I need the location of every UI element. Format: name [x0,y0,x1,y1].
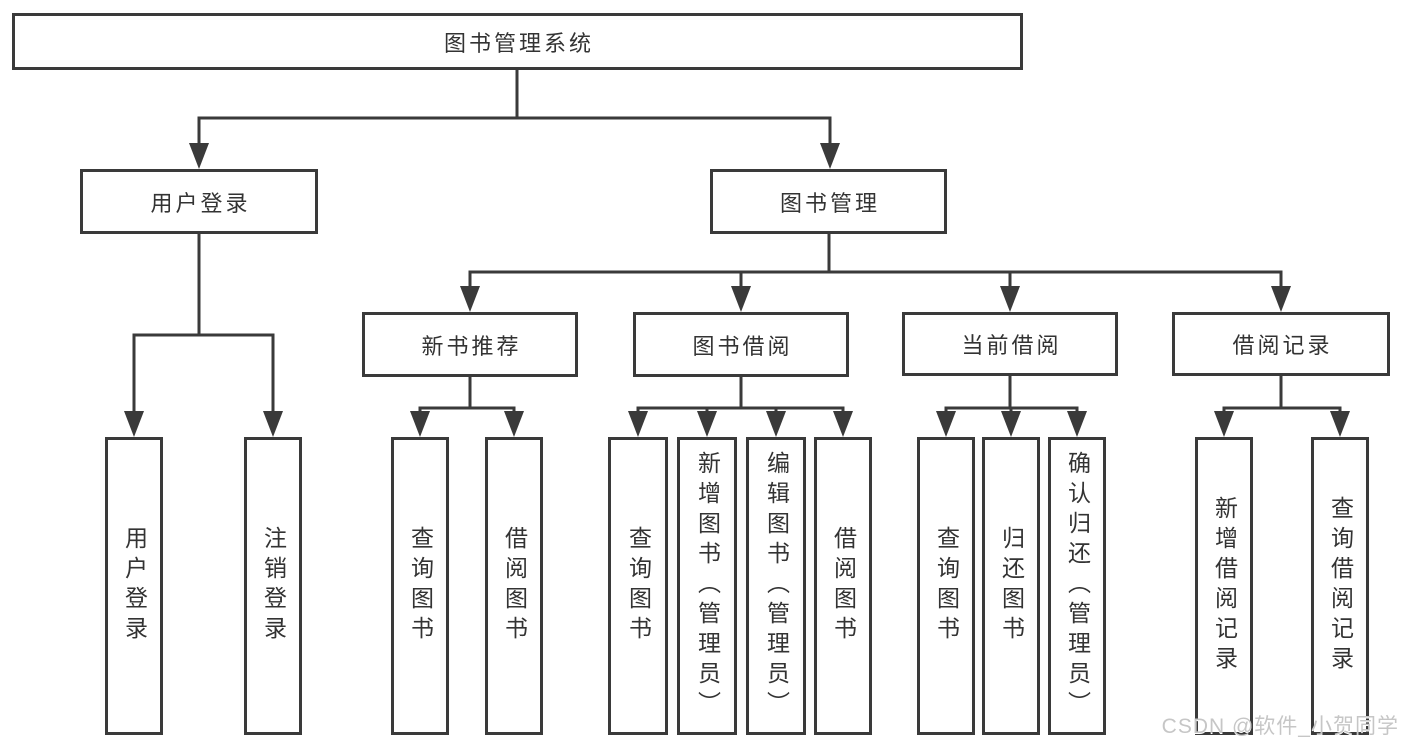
node-user-login: 用户登录 [80,169,318,234]
node-label: 查询图书 [933,526,960,646]
node-label: 借阅图书 [830,526,857,646]
arrowhead-icon [697,411,717,437]
node-book-management: 图书管理 [710,169,947,234]
arrowhead-icon [833,411,853,437]
node-label: 编辑图书（管理员） [763,451,790,721]
node-leaf-borrow-book-2: 借阅图书 [814,437,872,735]
node-label: 归还图书 [998,526,1025,646]
node-leaf-logout: 注销登录 [244,437,302,735]
node-label: 用户登录 [150,190,251,216]
node-label: 当前借阅 [961,333,1062,358]
node-label: 查询图书 [625,526,652,646]
node-current-borrow: 当前借阅 [902,312,1118,376]
node-book-borrow: 图书借阅 [633,312,849,377]
node-system-root: 图书管理系统 [12,13,1023,70]
arrowhead-icon [410,411,430,437]
node-borrow-record: 借阅记录 [1172,312,1390,376]
arrowhead-icon [731,286,751,312]
arrowhead-icon [1214,411,1234,437]
arrowhead-icon [820,143,840,169]
arrowhead-icon [1330,411,1350,437]
node-label: 图书借阅 [692,333,793,359]
arrowhead-icon [766,411,786,437]
arrowhead-icon [189,143,209,169]
arrowhead-icon [124,411,144,437]
arrowhead-icon [1067,411,1087,437]
node-leaf-query-record: 查询借阅记录 [1311,437,1369,735]
watermark: CSDN @软件_小贺同学 [1161,715,1399,738]
arrowhead-icon [628,411,648,437]
node-leaf-user-login: 用户登录 [105,437,163,735]
node-leaf-add-record: 新增借阅记录 [1195,437,1253,735]
arrowhead-icon [1271,286,1291,312]
node-label: 新书推荐 [421,333,522,359]
node-leaf-query-book-2: 查询图书 [608,437,668,735]
node-label: 新增图书（管理员） [694,451,721,721]
node-new-book-recommend: 新书推荐 [362,312,578,377]
node-leaf-query-book-1: 查询图书 [391,437,449,735]
node-label: 注销登录 [260,526,287,646]
node-leaf-edit-book-admin: 编辑图书（管理员） [746,437,806,735]
node-label: 查询借阅记录 [1327,496,1354,676]
node-label: 确认归还（管理员） [1064,451,1091,721]
node-label: 图书管理 [779,190,880,216]
arrowhead-icon [460,286,480,312]
arrowhead-icon [504,411,524,437]
node-label: 用户登录 [121,526,148,646]
node-leaf-query-book-3: 查询图书 [917,437,975,735]
node-leaf-add-book-admin: 新增图书（管理员） [677,437,737,735]
arrowhead-icon [936,411,956,437]
node-label: 查询图书 [407,526,434,646]
node-leaf-confirm-return: 确认归还（管理员） [1048,437,1106,735]
node-leaf-borrow-book-1: 借阅图书 [485,437,543,735]
node-label: 图书管理系统 [443,30,594,56]
node-label: 新增借阅记录 [1211,496,1238,676]
node-leaf-return-book: 归还图书 [982,437,1040,735]
node-label: 借阅图书 [501,526,528,646]
node-label: 借阅记录 [1232,333,1333,358]
arrowhead-icon [1001,411,1021,437]
arrowhead-icon [263,411,283,437]
arrowhead-icon [1000,286,1020,312]
